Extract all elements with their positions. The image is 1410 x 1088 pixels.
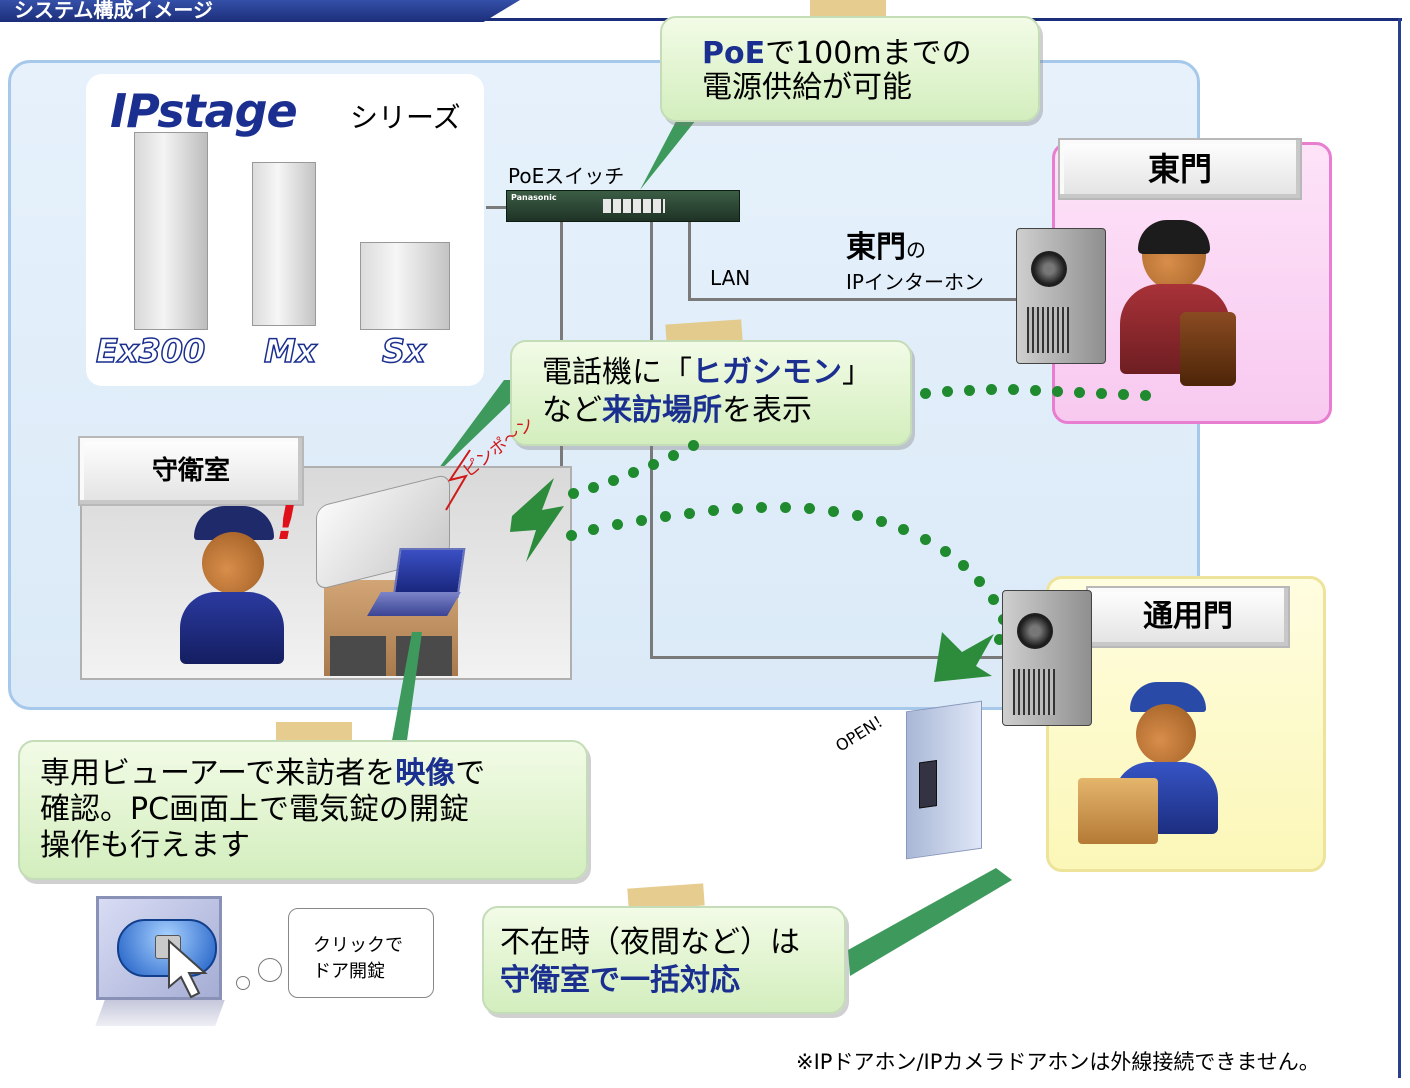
thought-dot-large <box>258 958 282 982</box>
display-pointer <box>430 380 534 480</box>
thought-dot-small <box>236 976 250 990</box>
display-l1-b: 」 <box>842 355 872 390</box>
model-mx: Mx <box>263 331 317 371</box>
display-line2: など来訪場所を表示 <box>542 394 812 428</box>
service-gate-title: 通用門 <box>1086 586 1290 648</box>
east-intercom-caption: 東門の <box>846 222 926 266</box>
delivery-face <box>1136 704 1196 764</box>
pc-monitor <box>96 896 222 1000</box>
door-window <box>919 759 937 809</box>
open-text: OPEN！ <box>832 707 894 756</box>
wire-pbx <box>486 206 510 209</box>
model-ex300: Ex300 <box>95 331 206 371</box>
camera-icon <box>1017 613 1053 649</box>
desk-drawer-left <box>330 636 386 676</box>
chime-bolt-lines <box>445 449 471 511</box>
poe-line2: 電源供給が可能 <box>702 70 912 105</box>
delivery-person-icon <box>1078 682 1218 850</box>
display-l2-a: など <box>542 393 602 428</box>
wire-service-h <box>650 656 1010 659</box>
camera-icon <box>1031 251 1067 287</box>
viewer-l1-b: で <box>455 756 486 791</box>
arrow-to-service-door <box>934 632 994 682</box>
east-intercom-device <box>1016 228 1106 364</box>
cabinet-sx <box>360 242 450 330</box>
hair <box>1138 220 1210 254</box>
guard-room-title: 守衛室 <box>78 436 304 506</box>
display-l2-hi: 来訪場所 <box>602 393 722 428</box>
guard-officer-icon <box>180 506 290 666</box>
night-line2: 守衛室で一括対応 <box>500 963 740 998</box>
laptop-keyboard <box>367 592 461 616</box>
tape-viewer <box>276 722 352 744</box>
night-callout: 不在時（夜間など）は 守衛室で一括対応 <box>482 906 846 1014</box>
header-title: システム構成イメージ <box>0 0 520 22</box>
viewer-callout: 専用ビューアーで来訪者を映像で 確認。PC画面上で電気錠の開錠 操作も行えます <box>18 740 588 880</box>
switch-maker: Panasonic <box>511 193 557 202</box>
series-label: シリーズ <box>350 101 461 134</box>
laptop-screen <box>392 548 466 598</box>
poe-switch-label: PoEスイッチ <box>508 164 625 188</box>
east-gate-title: 東門 <box>1058 138 1302 200</box>
viewer-line3: 操作も行えます <box>40 828 250 863</box>
poe-line1: PoEで100mまでの <box>702 38 972 70</box>
package <box>1078 778 1158 844</box>
uniform <box>180 592 284 664</box>
poe-highlight: PoE <box>702 36 766 71</box>
east-intercom-hi: 東門 <box>846 230 906 265</box>
right-border <box>1398 18 1401 1078</box>
poe-callout: PoEで100mまでの 電源供給が可能 <box>660 16 1040 122</box>
arrow-to-guard <box>510 478 564 562</box>
cabinet-mx <box>252 162 316 326</box>
visitor-businessman-icon <box>1120 220 1236 396</box>
click-bubble: クリックで ドア開錠 <box>288 908 434 998</box>
display-l1-a: 電話機に「 <box>542 355 692 390</box>
poe-switch: Panasonic <box>506 190 740 222</box>
speaker-grille <box>1013 669 1055 715</box>
viewer-line1: 専用ビューアーで来訪者を映像で <box>40 756 485 792</box>
poe-line1-text: で100mまでの <box>765 36 972 71</box>
east-intercom-suffix: の <box>906 238 926 262</box>
click-line2: ドア開錠 <box>313 961 385 982</box>
briefcase <box>1180 312 1236 386</box>
night-line1: 不在時（夜間など）は <box>500 925 800 960</box>
laptop-icon <box>367 548 466 620</box>
display-l1-hi: ヒガシモン <box>692 355 842 390</box>
wire-east-v <box>688 220 691 300</box>
service-door <box>906 700 982 860</box>
display-callout: 電話機に「ヒガシモン」 など来訪場所を表示 <box>510 340 912 446</box>
poe-pointer <box>640 110 704 190</box>
cabinet-ex300 <box>134 132 208 330</box>
east-intercom-line2: IPインターホン <box>846 270 984 294</box>
viewer-line2: 確認。PC画面上で電気錠の開錠 <box>40 792 470 827</box>
click-line1: クリックで <box>313 935 403 956</box>
service-intercom-device <box>1002 590 1092 726</box>
model-sx: Sx <box>381 331 426 371</box>
lan-label: LAN <box>710 266 751 290</box>
display-line1: 電話機に「ヒガシモン」 <box>542 356 872 390</box>
speaker-grille <box>1027 307 1069 353</box>
cursor-icon <box>168 939 208 999</box>
switch-ports <box>603 199 665 213</box>
pbx-panel: IPstage シリーズ Ex300 Mx Sx <box>86 74 484 386</box>
ipstage-logo: IPstage <box>110 84 298 138</box>
wire-east-h <box>688 298 1018 301</box>
display-l2-b: を表示 <box>722 393 812 428</box>
face <box>202 532 264 594</box>
footnote: ※IPドアホン/IPカメラドアホンは外線接続できません。 <box>796 1050 1320 1074</box>
viewer-pointer <box>388 632 422 762</box>
viewer-l1-a: 専用ビューアーで来訪者を <box>40 756 396 791</box>
monitor-stand <box>95 1000 225 1026</box>
alert-icon: ! <box>276 496 297 550</box>
night-pointer <box>848 868 1012 976</box>
viewer-l1-hi: 映像 <box>395 756 456 791</box>
